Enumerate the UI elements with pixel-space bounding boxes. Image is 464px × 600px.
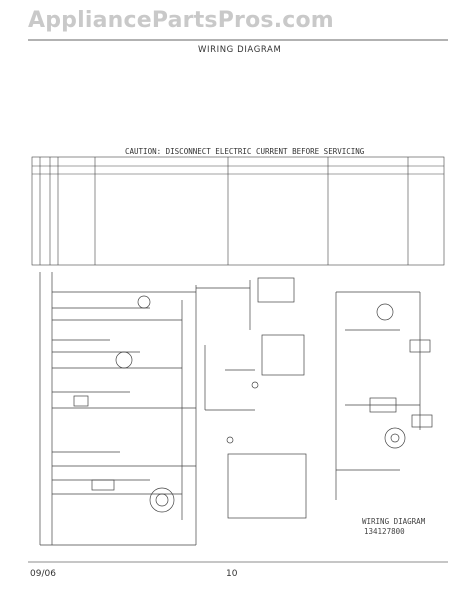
- diagram-title: WIRING DIAGRAM: [362, 517, 426, 526]
- schematic: [39, 272, 433, 546]
- footer-page-number: 10: [226, 569, 238, 579]
- footer-date: 09/06: [30, 569, 56, 579]
- watermark-text: AppliancePartsPros.com: [28, 8, 334, 33]
- page-title: WIRING DIAGRAM: [198, 45, 282, 55]
- diagram-number: 134127800: [364, 527, 405, 536]
- caution-text: CAUTION: DISCONNECT ELECTRIC CURRENT BEF…: [125, 147, 365, 156]
- timer-sequence-chart: [31, 156, 445, 266]
